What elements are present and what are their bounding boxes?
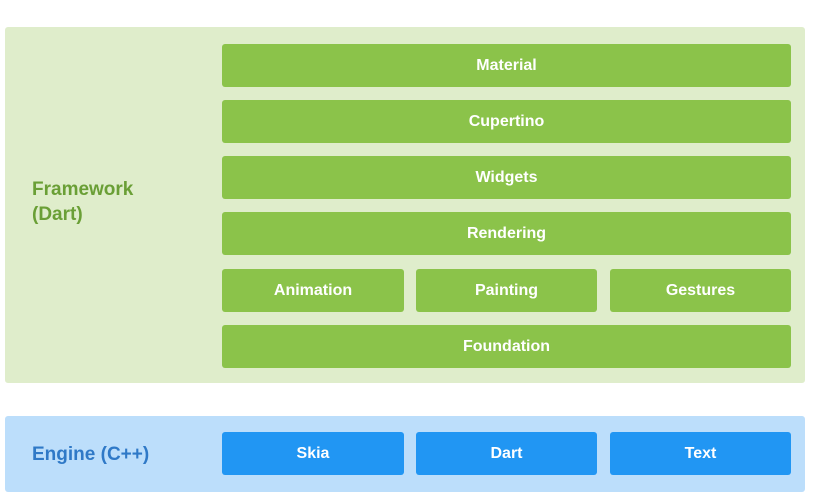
text-layer: Text	[610, 432, 791, 475]
animation-layer: Animation	[222, 269, 404, 312]
cupertino-layer: Cupertino	[222, 100, 791, 143]
rendering-layer: Rendering	[222, 212, 791, 255]
widgets-layer: Widgets	[222, 156, 791, 199]
foundation-layer: Foundation	[222, 325, 791, 368]
painting-layer: Painting	[416, 269, 597, 312]
skia-layer: Skia	[222, 432, 404, 475]
material-layer: Material	[222, 44, 791, 87]
engine-label: Engine (C++)	[32, 444, 150, 465]
gestures-layer: Gestures	[610, 269, 791, 312]
dart-layer: Dart	[416, 432, 597, 475]
framework-label: Framework (Dart)	[32, 179, 134, 225]
